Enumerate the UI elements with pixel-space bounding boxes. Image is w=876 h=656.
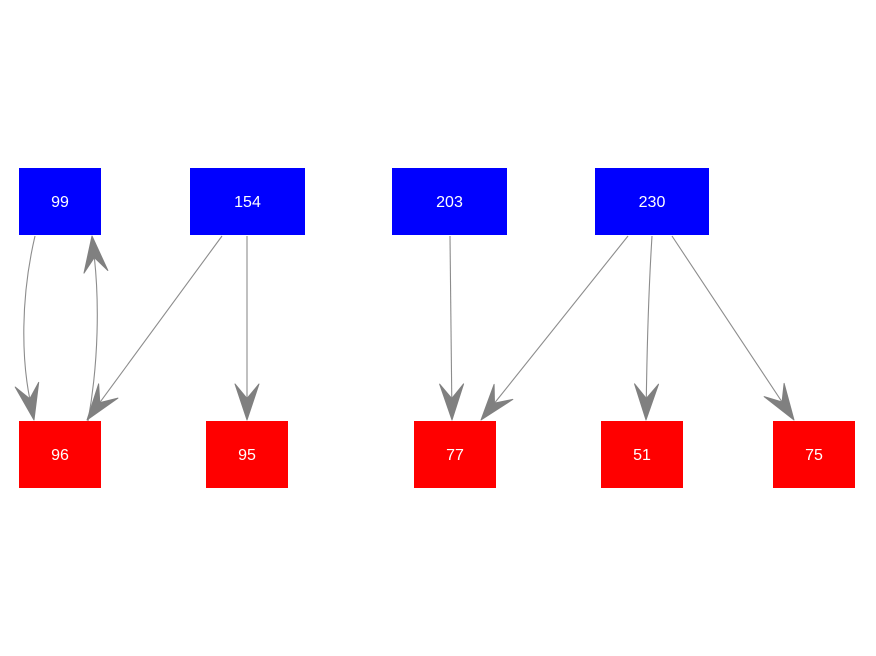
node-96-label: 96: [51, 447, 69, 464]
node-230[interactable]: 230: [595, 168, 709, 235]
edge-154-to-96-arrowhead: [86, 383, 119, 421]
node-96[interactable]: 96: [19, 421, 101, 488]
edge-99-to-96-arrowhead: [14, 381, 40, 421]
edge-230-to-75: [671, 235, 783, 403]
node-203[interactable]: 203: [392, 168, 507, 235]
edge-203-to-77: [449, 235, 453, 399]
node-75-label: 75: [805, 447, 823, 464]
node-51-label: 51: [633, 447, 651, 464]
node-230-label: 230: [639, 194, 666, 211]
edges-layer: [14, 235, 795, 422]
node-154[interactable]: 154: [190, 168, 305, 235]
edge-230-to-77-arrowhead: [480, 383, 514, 421]
node-95-box: [206, 421, 288, 488]
node-99[interactable]: 99: [19, 168, 101, 235]
node-203-label: 203: [436, 194, 463, 211]
node-75-box: [773, 421, 855, 488]
node-154-box: [190, 168, 305, 235]
node-95[interactable]: 95: [206, 421, 288, 488]
edge-230-to-51: [645, 235, 653, 399]
node-77[interactable]: 77: [414, 421, 496, 488]
node-203-box: [392, 168, 507, 235]
edge-154-to-95-arrowhead: [234, 383, 260, 421]
edge-96-to-99: [87, 257, 98, 422]
edge-230-to-51-arrowhead: [634, 383, 660, 421]
node-96-box: [19, 421, 101, 488]
node-51-box: [601, 421, 683, 488]
node-99-label: 99: [51, 194, 69, 211]
edge-230-to-75-arrowhead: [763, 382, 795, 421]
node-77-label: 77: [446, 447, 464, 464]
node-51[interactable]: 51: [601, 421, 683, 488]
edge-99-to-96: [23, 235, 36, 399]
node-77-box: [414, 421, 496, 488]
node-95-label: 95: [238, 447, 256, 464]
node-230-box: [595, 168, 709, 235]
node-75[interactable]: 75: [773, 421, 855, 488]
edge-203-to-77-arrowhead: [439, 383, 465, 421]
edge-96-to-99-arrowhead: [83, 235, 109, 274]
nodes-layer: 99 154 203 230 96 95 77 51 75: [19, 168, 855, 488]
edge-154-to-96: [99, 235, 223, 403]
node-154-label: 154: [234, 194, 261, 211]
node-99-box: [19, 168, 101, 235]
edge-230-to-77: [494, 235, 629, 404]
